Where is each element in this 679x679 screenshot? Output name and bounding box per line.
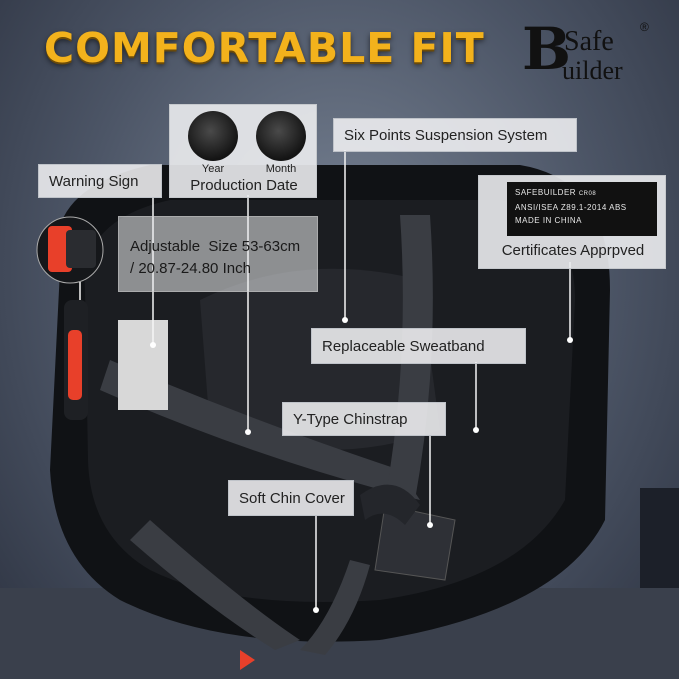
production-date-label: Production Date <box>190 177 298 194</box>
chin-cover <box>374 504 456 581</box>
year-dial-icon <box>188 111 238 161</box>
buckle-tab <box>240 650 255 670</box>
adjustable-line1: Adjustable Size 53-63cm <box>130 238 301 255</box>
year-caption: Year <box>201 163 225 175</box>
month-dial-icon <box>256 111 306 161</box>
brand-logo: B Safe uilder ® <box>522 18 672 88</box>
adjustable-panel <box>118 216 318 292</box>
warning-sign-label: Warning Sign <box>38 164 162 198</box>
chin-buckle <box>360 484 420 525</box>
cert-brand: SAFEBUILDER <box>515 188 577 197</box>
strap-left <box>100 360 420 500</box>
chin-cover-label: Soft Chin Cover <box>228 480 354 516</box>
cert-standard: ANSI/ISEA Z89.1-2014 <box>515 203 607 212</box>
logo-initial: B <box>522 15 572 83</box>
leader-lines <box>79 150 571 610</box>
logo-registered: ® <box>640 20 649 34</box>
logo-line2: uilder <box>562 56 623 85</box>
strap-chin <box>300 560 370 655</box>
strap-bottom <box>130 520 300 650</box>
cert-material: ABS <box>609 203 627 212</box>
cert-origin: MADE IN CHINA <box>515 216 582 225</box>
cert-code: CR08 <box>578 191 597 197</box>
cert-sticker: SAFEBUILDER CR08 ANSI/ISEA Z89.1-2014 AB… <box>507 182 657 236</box>
leader-dots <box>150 317 573 613</box>
chinstrap-label: Y-Type Chinstrap <box>282 402 446 436</box>
sweatband-label: Replaceable Sweatband <box>311 328 526 364</box>
production-date-card: Year Month Production Date <box>169 104 317 198</box>
certificates-label: Certificates Apprpved <box>501 242 645 259</box>
adjustable-size-text: Adjustable Size 53-63cm / 20.87-24.80 In… <box>130 236 300 280</box>
inset-knob <box>66 230 96 268</box>
headline: COMFORTABLE FIT <box>44 24 485 72</box>
adjuster-dial-red <box>68 330 82 400</box>
warning-sticker <box>118 320 168 410</box>
month-caption: Month <box>265 163 297 175</box>
logo-line1: Safe <box>564 26 614 57</box>
certificates-card: SAFEBUILDER CR08 ANSI/ISEA Z89.1-2014 AB… <box>478 175 666 269</box>
adjustable-line2: / 20.87-24.80 Inch <box>130 260 251 277</box>
six-points-label: Six Points Suspension System <box>333 118 577 152</box>
